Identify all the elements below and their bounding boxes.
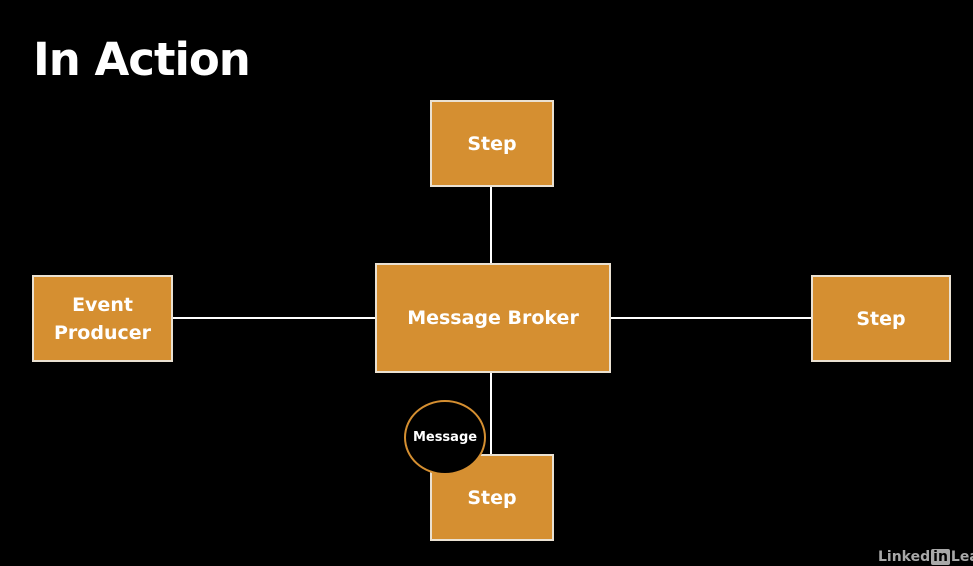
linkedin-learning-watermark: LinkedinLea — [878, 549, 973, 565]
message-badge-label: Message — [412, 430, 478, 445]
watermark-learning: Lea — [950, 549, 973, 565]
message-broker-node: Message Broker — [375, 263, 611, 373]
event-producer-label: Event Producer — [54, 291, 151, 347]
step-right-node: Step — [811, 275, 951, 362]
event-producer-label-line2: Producer — [54, 321, 151, 344]
event-producer-label-line1: Event — [72, 293, 133, 316]
step-bottom-label: Step — [467, 486, 517, 509]
slide-title: In Action — [33, 33, 251, 86]
step-bottom-node: Step — [430, 454, 554, 541]
message-badge: Message — [404, 400, 486, 475]
watermark-linked: Linked — [878, 549, 931, 565]
step-right-label: Step — [856, 307, 906, 330]
message-broker-label: Message Broker — [407, 307, 579, 329]
event-producer-node: Event Producer — [32, 275, 173, 362]
step-top-label: Step — [467, 132, 517, 155]
step-top-node: Step — [430, 100, 554, 187]
linkedin-in-logo-icon: in — [931, 549, 950, 565]
